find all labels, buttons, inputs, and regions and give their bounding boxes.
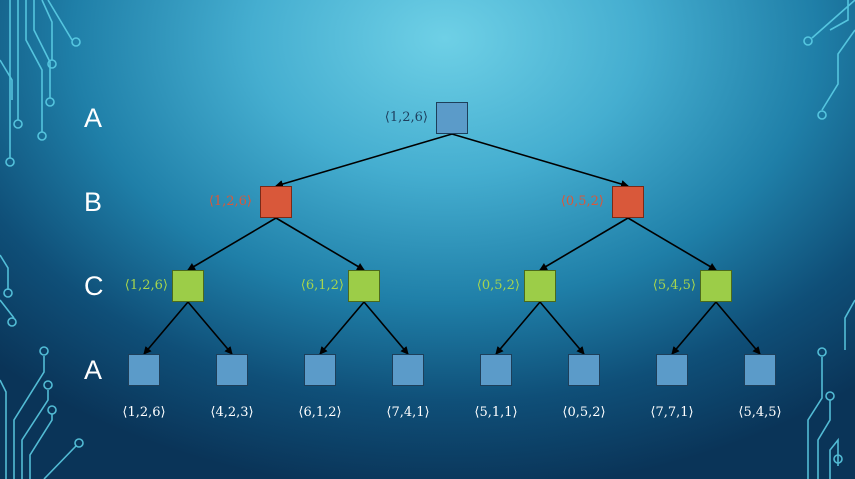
c-tuple-2: ⟨6,1,2⟩: [300, 278, 344, 293]
edge-c1-l1: [143, 301, 189, 355]
edge-c4-l8: [715, 301, 761, 355]
c-node-1: [172, 270, 204, 302]
edge-c2-l3: [319, 301, 365, 355]
edge-c4-l7: [671, 301, 717, 355]
leaf-tuple-2: ⟨4,2,3⟩: [210, 405, 254, 420]
leaf-node-1: [128, 354, 160, 386]
b-node-2: [612, 186, 644, 218]
level-label-a-top: A: [84, 103, 103, 133]
b-tuple-2: ⟨0,5,2⟩: [560, 194, 604, 209]
edge-b1-c1: [187, 217, 277, 271]
level-label-a-bottom: A: [84, 355, 103, 385]
edge-c3-l5: [495, 301, 541, 355]
c-tuple-3: ⟨0,5,2⟩: [476, 278, 520, 293]
leaf-tuple-6: ⟨0,5,2⟩: [562, 405, 606, 420]
c-tuple-1: ⟨1,2,6⟩: [124, 278, 168, 293]
leaf-node-6: [568, 354, 600, 386]
edge-c3-l6: [539, 301, 585, 355]
leaf-node-4: [392, 354, 424, 386]
leaf-node-5: [480, 354, 512, 386]
leaf-node-7: [656, 354, 688, 386]
leaf-tuple-8: ⟨5,4,5⟩: [738, 405, 782, 420]
level-label-c: C: [84, 271, 104, 301]
level-label-b: B: [84, 187, 103, 217]
leaf-tuple-3: ⟨6,1,2⟩: [298, 405, 342, 420]
root-node: [436, 102, 468, 134]
leaf-node-2: [216, 354, 248, 386]
leaf-tuple-4: ⟨7,4,1⟩: [386, 405, 430, 420]
leaf-tuple-7: ⟨7,7,1⟩: [650, 405, 694, 420]
c-node-3: [524, 270, 556, 302]
leaf-node-8: [744, 354, 776, 386]
b-tuple-1: ⟨1,2,6⟩: [208, 194, 252, 209]
leaf-node-3: [304, 354, 336, 386]
leaf-tuple-5: ⟨5,1,1⟩: [474, 405, 518, 420]
edge-root-b2: [451, 133, 629, 188]
c-node-4: [700, 270, 732, 302]
root-tuple: ⟨1,2,6⟩: [384, 110, 428, 125]
edge-b2-c3: [539, 217, 629, 271]
edge-c1-l2: [187, 301, 233, 355]
leaf-tuple-1: ⟨1,2,6⟩: [122, 405, 166, 420]
edge-b1-c2: [275, 217, 365, 271]
edge-c2-l4: [363, 301, 409, 355]
edge-b2-c4: [627, 217, 717, 271]
c-tuple-4: ⟨5,4,5⟩: [652, 278, 696, 293]
edge-root-b1: [275, 133, 453, 188]
b-node-1: [260, 186, 292, 218]
c-node-2: [348, 270, 380, 302]
